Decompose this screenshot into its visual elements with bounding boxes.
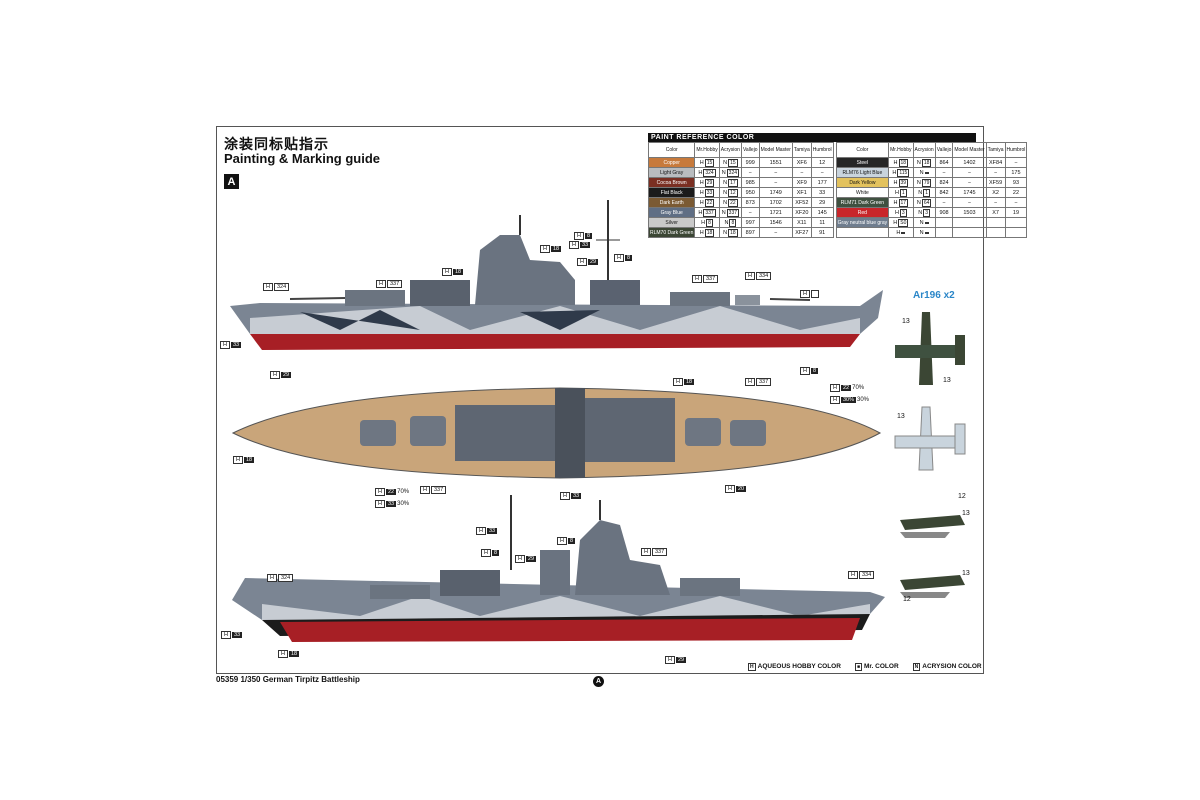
label: 13 <box>897 413 905 420</box>
ship-profile-starboard <box>230 200 883 350</box>
mr-hobby-code: H <box>888 227 914 238</box>
section-badge: A <box>224 174 239 189</box>
humbrol-code: 91 <box>810 227 834 238</box>
label: 13 <box>902 318 910 325</box>
page-title-chinese: 涂装同标贴指示 <box>224 137 329 153</box>
paint-table-left: Color Mr.Hobby Acrysion Vallejo Model Ma… <box>647 142 834 238</box>
paint-table-right: Color Mr.Hobby Acrysion Vallejo Model Ma… <box>835 142 1028 238</box>
ship-profile-port <box>232 495 885 642</box>
label: 13 <box>943 377 951 384</box>
paint-reference-header: PAINT REFERENCE COLOR <box>648 133 976 142</box>
page-badge: A <box>593 676 604 687</box>
label: 12 <box>903 596 911 603</box>
mm-code: − <box>758 227 793 238</box>
kit-code: 05359 1/350 German Tirpitz Battleship <box>216 675 360 684</box>
label: 13 <box>962 570 970 577</box>
page-title: Painting & Marking guide <box>224 151 381 166</box>
legend-mr-color: ■Mr. COLOR <box>854 663 899 671</box>
aircraft-drawings <box>894 312 966 598</box>
callout: H <box>800 290 819 298</box>
ship-deck-plan <box>231 387 882 479</box>
acrysion-code: N <box>912 227 936 238</box>
label: 12 <box>958 493 966 500</box>
humbrol-code <box>1004 227 1028 238</box>
label: 13 <box>962 510 970 517</box>
paint-reference-table: PAINT REFERENCE COLOR Color Mr.Hobby Acr… <box>647 133 1028 238</box>
aircraft-title: Ar196 x2 <box>913 290 955 301</box>
mm-code <box>952 227 987 238</box>
